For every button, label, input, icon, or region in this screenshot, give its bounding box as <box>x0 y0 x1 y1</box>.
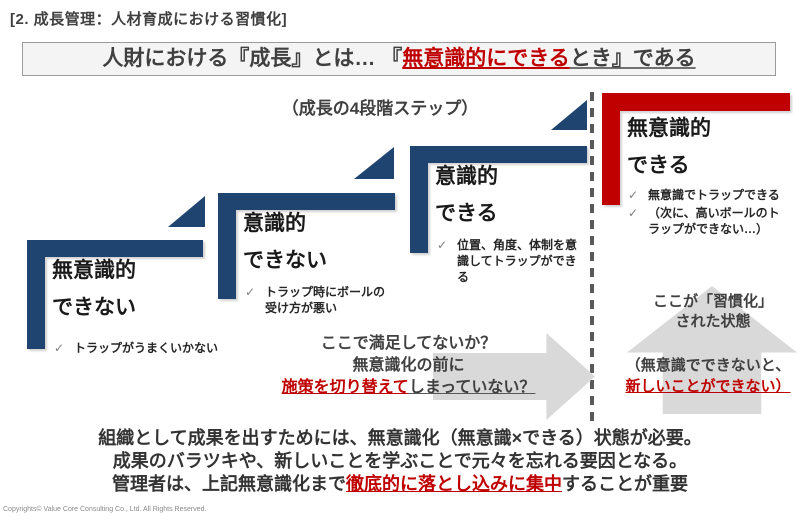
check-icon: ✓ <box>245 285 256 299</box>
bottom-line1: 組織として成果を出すためには、無意識化（無意識×できる）状態が必要。 <box>98 428 702 448</box>
habit-note-line2: された状態 <box>675 313 751 330</box>
list-item: ✓ 位置、角度、体制を意識してトラップができる <box>437 237 592 285</box>
step1-top-bar <box>27 240 203 257</box>
paren-note-line2: 新しいことができない） <box>625 378 791 395</box>
step2-bullet-text: トラップ時にボールの受け方が悪い <box>265 285 386 315</box>
bottom-line3-head: 管理者は、上記無意識化まで <box>112 474 346 494</box>
step3-top-bar <box>410 146 587 163</box>
step2-title: 意識的 できない <box>243 205 327 279</box>
steps-subtitle: （成長の4段階ステップ） <box>281 99 479 118</box>
bottom-line3-red: 徹底的に落とし込みに集中 <box>346 474 562 494</box>
step3-title: 意識的 できる <box>435 158 498 232</box>
step4-left-bar <box>602 111 620 205</box>
habit-note: ここが「習慣化」 された状態 <box>628 292 798 332</box>
step4-title-line1: 無意識的 <box>627 117 711 140</box>
step2-bullets: ✓ トラップ時にボールの受け方が悪い <box>245 284 395 318</box>
step3-title-line1: 意識的 <box>435 165 498 188</box>
check-icon: ✓ <box>628 188 639 202</box>
mid-callout-line3-red: 施策を切り替えて <box>281 379 409 396</box>
step2-title-line2: できない <box>243 249 327 272</box>
check-icon: ✓ <box>54 341 65 355</box>
main-title-plain: 人財における『成長』とは… 『 <box>102 47 403 70</box>
paren-note: （無意識でできないと、 新しいことができない） <box>612 355 800 397</box>
step1-ramp-triangle <box>168 196 205 227</box>
check-icon: ✓ <box>437 238 448 252</box>
step4-title: 無意識的 できる <box>627 110 711 184</box>
step3-bullet-text: 位置、角度、体制を意識してトラップができる <box>457 238 578 284</box>
bottom-line3: 管理者は、上記無意識化まで徹底的に落とし込みに集中することが重要 <box>0 473 800 496</box>
step1-bullet-text: トラップがうまくいかない <box>74 341 219 355</box>
list-item: ✓ トラップがうまくいかない <box>54 340 226 356</box>
main-title-box: 人財における『成長』とは… 『無意識的にできるとき』である <box>22 42 776 76</box>
page-title: [2. 成長管理：人材育成における習慣化] <box>10 11 288 28</box>
paren-note-line1: （無意識でできないと、 <box>625 357 791 374</box>
step1-bullets: ✓ トラップがうまくいかない <box>54 340 226 358</box>
list-item: ✓ トラップ時にボールの受け方が悪い <box>245 284 395 316</box>
mid-callout-line2: 無意識化の前に <box>352 357 465 374</box>
step1-left-bar <box>27 257 45 349</box>
step4-bullet-text-1: 無意識でトラップできる <box>648 188 780 202</box>
list-item: ✓ （次に、高いボールのトラップができない…） <box>628 205 793 237</box>
check-icon: ✓ <box>628 206 639 220</box>
step1-title: 無意識的 できない <box>52 252 136 326</box>
main-title-tail: とき』である <box>569 47 696 70</box>
step3-ramp-triangle <box>551 100 587 130</box>
bottom-line2: 成果のバラツキや、新しいことを学ぶことで元々を忘れる要因となる。 <box>112 451 688 471</box>
mid-callout: ここで満足してないか？ 無意識化の前に 施策を切り替えてしまっていない？ <box>256 333 561 399</box>
habit-note-line1: ここが「習慣化」 <box>652 293 773 310</box>
step1-title-line2: できない <box>52 296 136 319</box>
bottom-summary: 組織として成果を出すためには、無意識化（無意識×できる）状態が必要。 成果のバラ… <box>0 427 800 496</box>
step4-top-bar <box>602 93 790 111</box>
step3-title-line2: できる <box>435 202 498 225</box>
bottom-line3-tail: することが重要 <box>562 474 688 494</box>
copyright-text: Copyrights© Value Core Consulting Co., L… <box>3 506 207 513</box>
mid-callout-line3: 施策を切り替えてしまっていない？ <box>256 377 561 399</box>
step2-ramp-triangle <box>354 147 394 179</box>
step4-bullet-text-2: （次に、高いボールのトラップができない…） <box>648 206 780 236</box>
step1-title-line1: 無意識的 <box>52 259 136 282</box>
mid-callout-line1: ここで満足してないか？ <box>320 335 497 352</box>
list-item: ✓ 無意識でトラップできる <box>628 187 793 203</box>
step4-title-line2: できる <box>627 154 690 177</box>
main-title-highlight: 無意識的にできる <box>402 47 570 70</box>
step3-bullets: ✓ 位置、角度、体制を意識してトラップができる <box>437 237 592 287</box>
step3-left-bar <box>410 163 428 253</box>
step4-bullets: ✓ 無意識でトラップできる ✓ （次に、高いボールのトラップができない…） <box>628 187 793 239</box>
step2-top-bar <box>218 193 395 210</box>
step2-left-bar <box>218 210 236 299</box>
mid-callout-line3-tail: しまっていない？ <box>408 379 536 396</box>
dashed-divider-line <box>590 92 594 422</box>
step2-title-line1: 意識的 <box>243 212 306 235</box>
